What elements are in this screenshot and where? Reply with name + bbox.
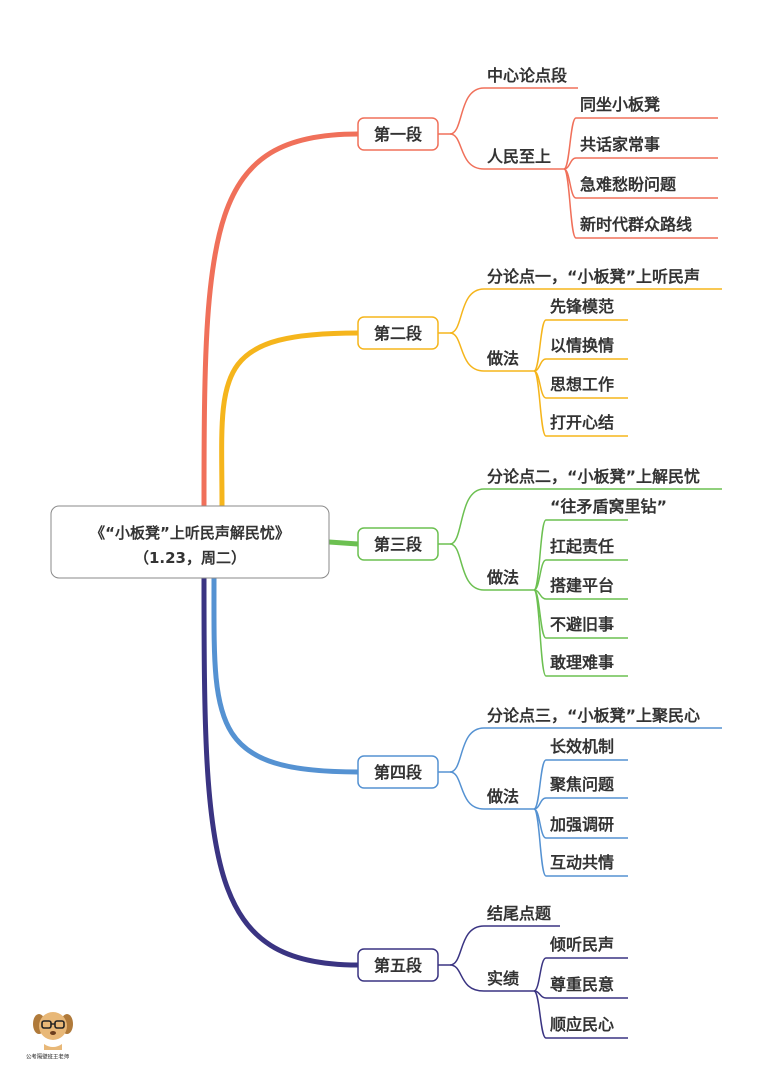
section-label: 第五段: [374, 956, 423, 975]
mascot-logo: [33, 1012, 73, 1050]
branch-lines: [201, 87, 722, 1039]
point-label: 中心论点段: [487, 66, 568, 85]
point-label: 结尾点题: [486, 904, 552, 923]
point-connector: [449, 133, 485, 170]
child-label: 加强调研: [549, 815, 614, 834]
point-label: 分论点三，“小板凳”上聚民心: [487, 706, 700, 725]
section-label: 第一段: [374, 125, 423, 144]
child-label: “往矛盾窝里钻”: [550, 497, 667, 516]
child-label: 思想工作: [550, 375, 614, 394]
child-label: 不避旧事: [550, 615, 614, 634]
child-connector: [533, 990, 547, 1039]
point-label: 做法: [486, 349, 519, 368]
child-label: 扛起责任: [550, 537, 614, 556]
root-title: 《“小板凳”上听民声解民忧》: [90, 524, 290, 542]
child-label: 共话家常事: [580, 135, 660, 154]
child-connector: [533, 519, 547, 591]
point-label: 分论点二，“小板凳”上解民忧: [487, 467, 700, 486]
main-branch-line: [211, 575, 361, 775]
point-connector: [449, 87, 485, 135]
point-connector: [449, 925, 485, 966]
main-branch-line: [219, 330, 361, 509]
child-connector: [563, 168, 577, 239]
point-connector: [449, 288, 485, 334]
main-branch-line: [201, 575, 361, 968]
child-connector: [533, 957, 547, 992]
child-label: 急难愁盼问题: [580, 175, 677, 194]
root-topic-box: [50, 505, 330, 579]
child-label: 打开心结: [550, 413, 614, 432]
point-connector: [449, 332, 485, 372]
section-label: 第三段: [374, 535, 423, 554]
child-label: 以情换情: [550, 336, 614, 355]
point-connector: [449, 771, 485, 810]
child-label: 顺应民心: [550, 1015, 614, 1034]
point-label: 人民至上: [487, 147, 551, 166]
child-label: 新时代群众路线: [580, 215, 692, 234]
child-label: 长效机制: [550, 737, 614, 756]
point-label: 做法: [486, 787, 519, 806]
section-label: 第四段: [374, 763, 423, 782]
child-connector: [533, 589, 547, 677]
child-connector: [563, 117, 577, 170]
child-connector: [533, 808, 547, 877]
child-label: 尊重民意: [550, 975, 614, 994]
section-node-box: [357, 316, 439, 350]
point-label: 实绩: [487, 969, 519, 988]
child-label: 同坐小板凳: [580, 95, 660, 114]
point-connector: [449, 488, 485, 545]
point-connector: [449, 964, 485, 992]
child-label: 互动共情: [550, 853, 614, 872]
point-connector: [449, 543, 485, 591]
child-label: 倾听民声: [549, 935, 614, 954]
child-connector: [533, 759, 547, 810]
child-connector: [533, 370, 547, 437]
section-label: 第二段: [374, 324, 423, 343]
child-label: 先锋模范: [550, 297, 614, 316]
point-label: 分论点一，“小板凳”上听民声: [487, 267, 700, 286]
child-label: 敢理难事: [550, 653, 614, 672]
main-branch-line: [201, 131, 361, 509]
child-connector: [533, 559, 547, 591]
point-label: 做法: [486, 568, 519, 587]
child-connector: [533, 319, 547, 372]
section-node-box: [357, 117, 439, 151]
section-node-box: [357, 948, 439, 982]
child-label: 搭建平台: [550, 576, 614, 595]
section-node-box: [357, 755, 439, 789]
main-branch-line: [326, 539, 361, 547]
child-label: 聚焦问题: [549, 775, 615, 794]
watermark-text: 公考隔壁班王老师: [26, 1053, 70, 1061]
point-connector: [449, 727, 485, 773]
root-date: （1.23，周二）: [134, 549, 246, 567]
section-node-box: [357, 527, 439, 561]
